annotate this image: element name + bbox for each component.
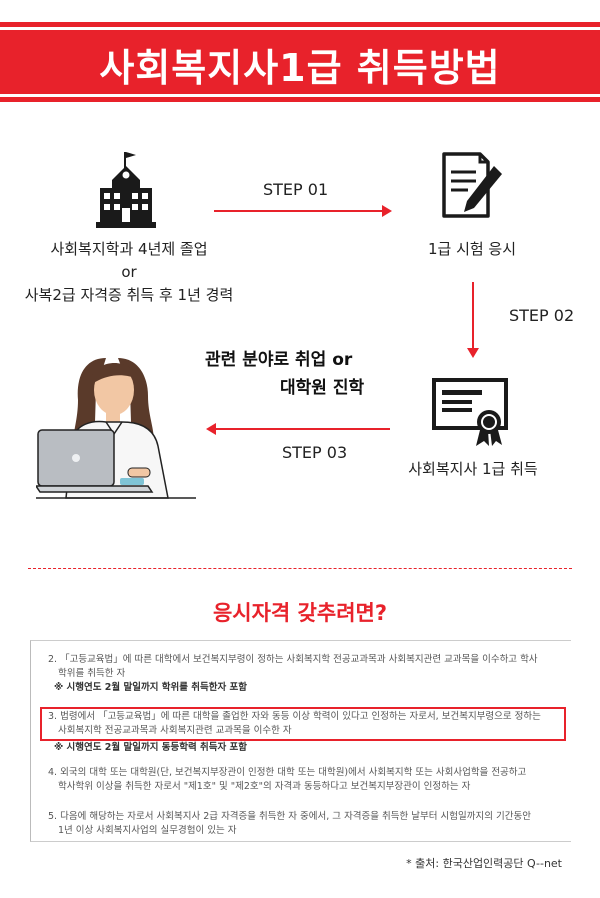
title-banner: 사회복지사1급 취득방법 [0, 22, 600, 102]
step-01-label: STEP 01 [263, 180, 329, 199]
item-note: ※ 시행연도 2월 말일까지 동등학력 취득자 포함 [54, 742, 248, 753]
step-02-arrow-head [467, 348, 479, 358]
section-divider [28, 568, 572, 569]
exam-caption: 1급 시험 응시 [427, 240, 517, 258]
item-text-cont: 학사학위 이상을 취득한 자로서 "제1호" 및 "제2호"의 자격과 동등하다… [58, 781, 471, 792]
qualification-item-2: 2. 「고등교육법」에 따른 대학에서 보건복지부령이 정하는 사회복지학 전공… [48, 653, 564, 695]
qualification-item-3: 3. 법령에서 「고등교육법」에 따른 대학을 졸업한 자와 동등 이상 학력이… [48, 710, 564, 755]
school-caption-or: or [121, 263, 137, 281]
cert-caption: 사회복지사 1급 취득 [408, 460, 538, 478]
banner-bottom-stripe [0, 94, 600, 97]
school-caption-line2: 사복2급 자격증 취득 후 1년 경력 [24, 286, 234, 304]
step-02-label: STEP 02 [509, 306, 575, 325]
step-01-arrow [214, 210, 384, 212]
career-note-line2: 대학원 진학 [280, 378, 365, 398]
item-text: 3. 법령에서 「고등교육법」에 따른 대학을 졸업한 자와 동등 이상 학력이… [48, 711, 541, 722]
school-caption-line1: 사회복지학과 4년제 졸업 [50, 240, 208, 258]
item-text-cont: 학위를 취득한 자 [58, 668, 126, 679]
item-text: 2. 「고등교육법」에 따른 대학에서 보건복지부령이 정하는 사회복지학 전공… [48, 654, 538, 665]
exam-paper-pen-icon [442, 152, 502, 218]
woman-laptop-illustration [36, 358, 196, 499]
step-01-arrow-head [382, 205, 392, 217]
school-building-icon [96, 152, 156, 228]
highlight-box [40, 707, 566, 741]
career-note-line1: 관련 분야로 취업 or [205, 350, 353, 370]
step-03-arrow [214, 428, 390, 430]
qualification-excerpt [30, 640, 571, 842]
qualification-item-4: 4. 외국의 대학 또는 대학원(단, 보건복지부장관이 인정한 대학 또는 대… [48, 766, 564, 794]
item-text-cont: 사회복지학 전공교과목과 사회복지관련 교과목을 이수한 자 [58, 725, 292, 736]
banner-top-stripe [0, 27, 600, 30]
step-02-arrow [472, 282, 474, 350]
item-text: 4. 외국의 대학 또는 대학원(단, 보건복지부장관이 인정한 대학 또는 대… [48, 767, 527, 778]
qualification-item-5: 5. 다음에 해당하는 자로서 사회복지사 2급 자격증을 취득한 자 중에서,… [48, 810, 564, 838]
page-title: 사회복지사1급 취득방법 [99, 46, 501, 90]
step-03-label: STEP 03 [282, 443, 348, 462]
qualification-title: 응시자격 갖추려면? [212, 601, 388, 625]
step-03-arrow-head [206, 423, 216, 435]
item-text-cont: 1년 이상 사회복지사업의 실무경험이 있는 자 [58, 825, 237, 836]
certificate-icon [432, 378, 508, 446]
item-note: ※ 시행연도 2월 말일까지 학위를 취득한자 포함 [54, 682, 248, 693]
item-text: 5. 다음에 해당하는 자로서 사회복지사 2급 자격증을 취득한 자 중에서,… [48, 811, 531, 822]
source-note: * 출처: 한국산업인력공단 Q--net [406, 857, 562, 870]
